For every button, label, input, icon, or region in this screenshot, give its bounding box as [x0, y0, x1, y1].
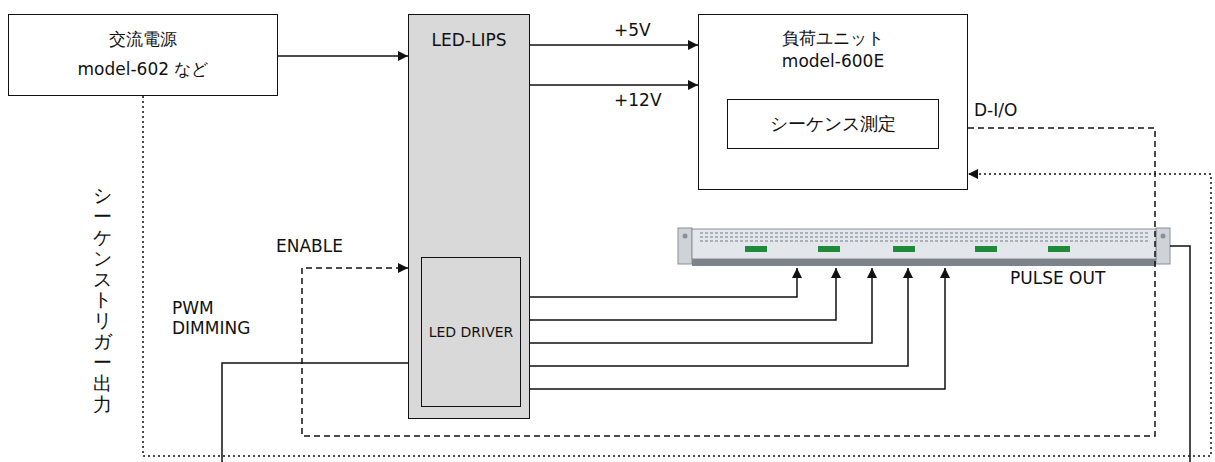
driver-box: LED DRIVER [421, 257, 522, 407]
power-supply-box: LED-LIPS LED DRIVER [408, 14, 530, 419]
edge-label: +12V [614, 90, 662, 110]
signal-name: ENABLE [276, 236, 343, 256]
driver-wire [530, 268, 797, 297]
port-name: PULSE OUT [1010, 268, 1105, 288]
signal-name: PWM DIMMING [172, 298, 272, 339]
pwm-wire [222, 363, 420, 462]
node-text: 負荷ユニット [782, 27, 884, 50]
rack-device [678, 228, 1170, 266]
connector [530, 44, 698, 46]
driver-wire [530, 268, 945, 389]
load-unit-box: 負荷ユニットmodel-600E シーケンス測定 [698, 14, 968, 190]
power-source-box: 交流電源model-602 など [8, 14, 278, 96]
node-text: model-600E [782, 50, 884, 73]
edge-label: D-I/O [974, 100, 1017, 120]
node-text: model-602 など [78, 55, 209, 85]
node-text: シーケンス測定 [770, 112, 896, 135]
node-text: LED DRIVER [429, 323, 514, 341]
connector [143, 96, 1211, 456]
driver-wire [530, 268, 872, 343]
connector [530, 84, 698, 86]
driver-output-wires [530, 268, 945, 389]
node-text: LED-LIPS [432, 29, 507, 51]
node-text: 交流電源 [109, 25, 177, 55]
pwm-wires [222, 246, 1190, 462]
edge-label: シーケンストリガー出力 [93, 185, 112, 415]
driver-wire [530, 268, 908, 366]
driver-wire [530, 268, 836, 320]
connector [278, 55, 408, 57]
pulse-out-wire [1170, 246, 1190, 462]
edge-label: +5V [614, 20, 651, 40]
sequence-box: シーケンス測定 [727, 99, 939, 149]
